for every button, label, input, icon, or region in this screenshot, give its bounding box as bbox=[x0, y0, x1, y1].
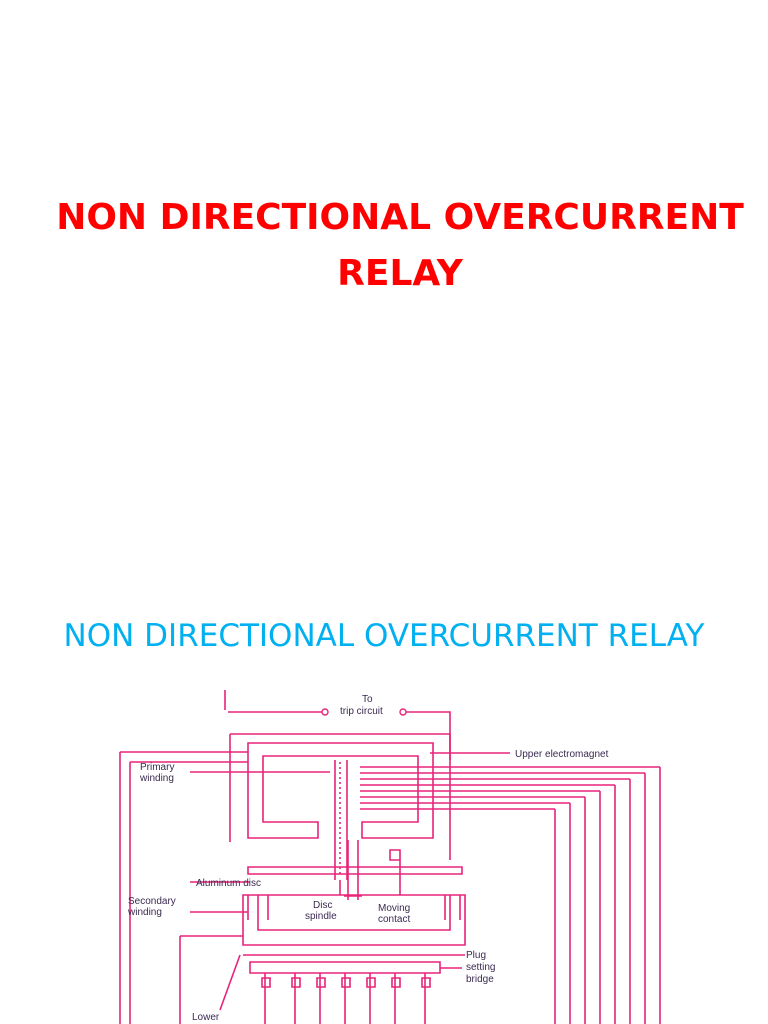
label-setting: setting bbox=[466, 962, 495, 973]
label-to: To bbox=[362, 694, 373, 705]
label-bridge: bridge bbox=[466, 974, 494, 985]
label-trip-circuit: trip circuit bbox=[340, 706, 383, 717]
label-upper-electromagnet: Upper electromagnet bbox=[515, 749, 609, 760]
relay-diagram: To trip circuit Upper electromagnet Prim… bbox=[100, 690, 668, 1024]
label-contact: contact bbox=[378, 914, 410, 925]
label-winding: winding bbox=[139, 773, 174, 784]
label-disc: Disc bbox=[313, 900, 332, 911]
label-moving: Moving bbox=[378, 903, 410, 914]
label-aluminum-disc: Aluminum disc bbox=[196, 878, 261, 889]
label-winding2: winding bbox=[127, 907, 162, 918]
label-spindle: spindle bbox=[305, 911, 337, 922]
label-primary: Primary bbox=[140, 762, 174, 773]
label-plug: Plug bbox=[466, 950, 486, 961]
label-secondary: Secondary bbox=[128, 896, 176, 907]
slide1-title: NON DIRECTIONAL OVERCURRENT RELAY bbox=[56, 197, 744, 294]
slide2-title: NON DIRECTIONAL OVERCURRENT RELAY bbox=[63, 618, 705, 654]
label-lower: Lower bbox=[192, 1012, 220, 1023]
